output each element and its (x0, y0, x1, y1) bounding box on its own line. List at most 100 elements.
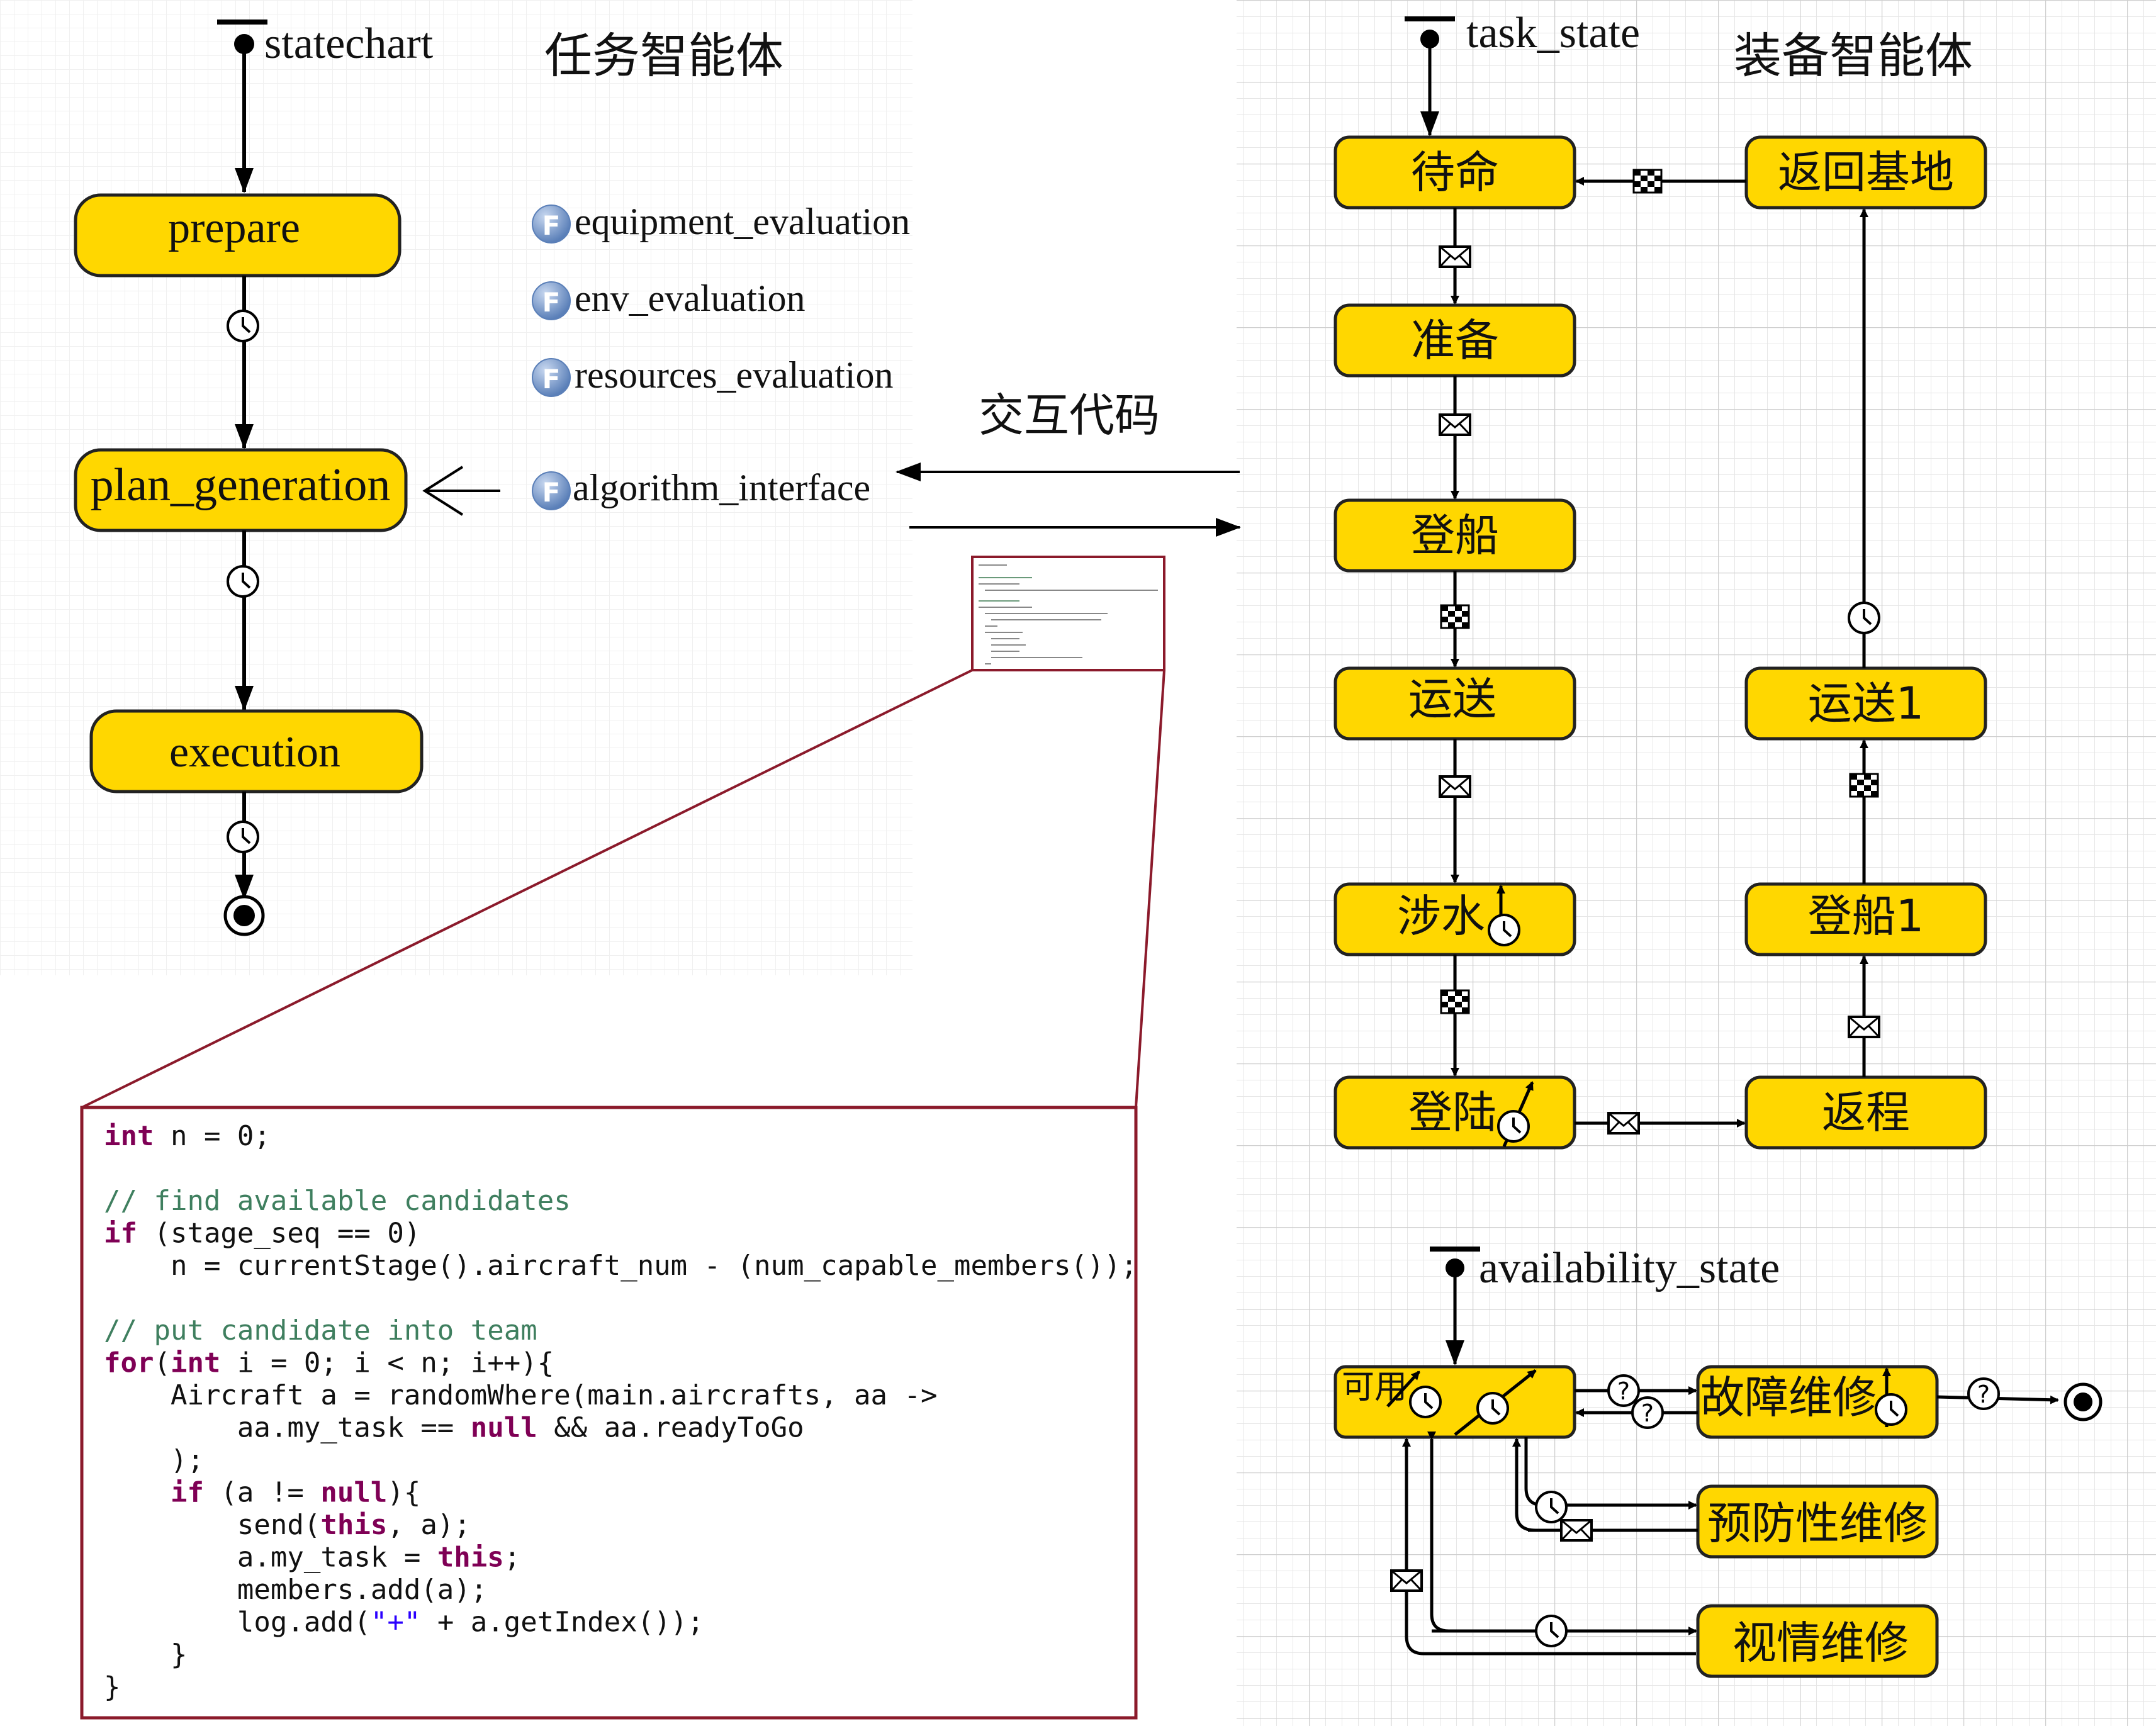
code-keyword: int (104, 1120, 154, 1152)
code-zoom-panel (80, 1106, 1138, 1720)
state-landing[interactable]: 登陆 (1333, 1075, 1576, 1150)
checkered-flag-icon (1632, 169, 1663, 194)
state-wading[interactable]: 涉水 (1333, 882, 1576, 956)
code-text: n = currentStage().aircraft_num - (num_c… (104, 1250, 1137, 1282)
state-transport-1[interactable]: 运送1 (1744, 666, 1987, 741)
state-execution-label: execution (169, 728, 340, 776)
state-plan-generation[interactable] (74, 448, 408, 532)
function-equipment-evaluation[interactable]: F equipment_evaluation (532, 201, 910, 244)
clock-icon (227, 310, 259, 342)
state-label: 故障维修 (1700, 1372, 1877, 1423)
code-text: (a != (204, 1477, 320, 1509)
state-label: 涉水 (1397, 890, 1485, 942)
code-listing: int n = 0; // find available candidates if… (104, 1120, 1137, 1703)
question-icon (1607, 1374, 1640, 1407)
clock-icon (227, 821, 259, 853)
task-agent-title: 任务智能体 (544, 28, 783, 84)
code-text: members.add(a); (104, 1574, 487, 1606)
statechart-title: statechart (264, 20, 434, 68)
code-text: + a.getIndex()); (420, 1606, 704, 1639)
function-env-evaluation[interactable]: F env_evaluation (532, 277, 806, 320)
code-text: , a); (387, 1509, 470, 1541)
code-line: // find available candidates (104, 1185, 571, 1217)
availability-state-chart: availability_state 可用 故障维修 预防性维修 视情维修 (1333, 1244, 2103, 1678)
code-line: Aircraft a = randomWhere(main.aircrafts,… (104, 1379, 938, 1411)
state-preventive-maintenance[interactable]: 预防性维修 (1696, 1484, 1939, 1559)
clock-icon (227, 565, 259, 598)
state-label: 登船 (1411, 510, 1499, 561)
code-text: send( (104, 1509, 320, 1541)
clock-icon (1409, 1386, 1442, 1418)
state-label: 返回基地 (1778, 147, 1954, 198)
state-prepare[interactable] (74, 193, 401, 277)
code-keyword: int (171, 1347, 220, 1379)
state-fault-repair[interactable]: 故障维修 (1696, 1365, 1939, 1439)
question-icon (1967, 1377, 2000, 1410)
function-icon-letter: F (542, 287, 561, 318)
envelope-icon (1439, 775, 1471, 798)
code-text: a.my_task = (104, 1542, 437, 1574)
code-text: n = 0; (154, 1120, 270, 1152)
code-line: } (104, 1671, 121, 1703)
code-text: ( (154, 1347, 171, 1379)
code-text: (stage_seq == 0) (137, 1218, 420, 1250)
state-prepare-label: prepare (168, 204, 300, 252)
code-text (104, 1477, 171, 1509)
code-line: ); (104, 1444, 204, 1476)
function-label: resources_evaluation (575, 354, 893, 396)
state-condition-based-maintenance[interactable]: 视情维修 (1696, 1604, 1939, 1678)
code-comment: // put candidate into team (104, 1314, 537, 1347)
equipment-agent-title: 装备智能体 (1734, 28, 1973, 84)
code-line: } (104, 1639, 187, 1671)
checkered-flag-icon (1440, 604, 1470, 629)
code-line: int n = 0; (104, 1120, 271, 1152)
code-text: ); (104, 1444, 204, 1476)
state-label: 准备 (1411, 315, 1499, 366)
state-standby[interactable]: 待命 (1333, 135, 1576, 210)
question-icon (1631, 1396, 1664, 1429)
function-icon-letter: F (542, 210, 561, 241)
state-boarding[interactable]: 登船 (1333, 498, 1576, 573)
code-keyword: null (320, 1477, 387, 1509)
state-label: 运送1 (1808, 678, 1924, 729)
function-resources-evaluation[interactable]: F resources_evaluation (532, 354, 893, 397)
code-keyword: this (320, 1509, 387, 1541)
code-line: a.my_task = this; (104, 1542, 520, 1574)
task-state-title: task_state (1466, 9, 1640, 57)
state-execution[interactable] (89, 709, 424, 793)
code-text: } (104, 1671, 121, 1703)
left-statechart: statechart 任务智能体 prepare plan_generation… (74, 20, 910, 936)
clock-icon (1497, 1110, 1530, 1143)
code-line: for(int i = 0; i < n; i++){ (104, 1347, 554, 1379)
algorithm-to-plan-arrow (422, 466, 500, 516)
code-thumbnail[interactable] (971, 556, 1165, 671)
envelope-icon (1560, 1519, 1593, 1542)
clock-icon (1535, 1615, 1568, 1647)
function-algorithm-interface[interactable]: F algorithm_interface (532, 467, 870, 510)
code-text: ){ (387, 1477, 420, 1509)
state-label: 登船1 (1808, 890, 1924, 942)
state-prepare-cn[interactable]: 准备 (1333, 303, 1576, 378)
state-available[interactable]: 可用 (1333, 1365, 1576, 1439)
state-boarding-1[interactable]: 登船1 (1744, 882, 1987, 956)
state-plan-generation-label: plan_generation (91, 459, 391, 511)
code-string: "+" (371, 1606, 420, 1639)
code-line: log.add("+" + a.getIndex()); (104, 1606, 704, 1639)
code-keyword: if (171, 1477, 204, 1509)
availability-state-title: availability_state (1479, 1244, 1780, 1292)
interaction-label: 交互代码 (979, 389, 1160, 442)
state-return-base[interactable]: 返回基地 (1744, 135, 1987, 210)
checkered-flag-icon (1440, 989, 1470, 1014)
state-return-trip[interactable]: 返程 (1744, 1075, 1987, 1150)
clock-icon (1875, 1393, 1907, 1426)
state-transport[interactable]: 运送 (1333, 666, 1576, 741)
envelope-icon (1607, 1112, 1640, 1135)
checkered-flag-icon (1849, 773, 1879, 798)
envelope-icon (1848, 1016, 1880, 1038)
clock-icon (1535, 1491, 1568, 1523)
function-icon-letter: F (542, 364, 561, 395)
code-text: && aa.readyToGo (537, 1412, 804, 1444)
code-line: if (a != null){ (104, 1477, 420, 1509)
state-label: 可用 (1342, 1369, 1407, 1406)
code-line: members.add(a); (104, 1574, 487, 1606)
